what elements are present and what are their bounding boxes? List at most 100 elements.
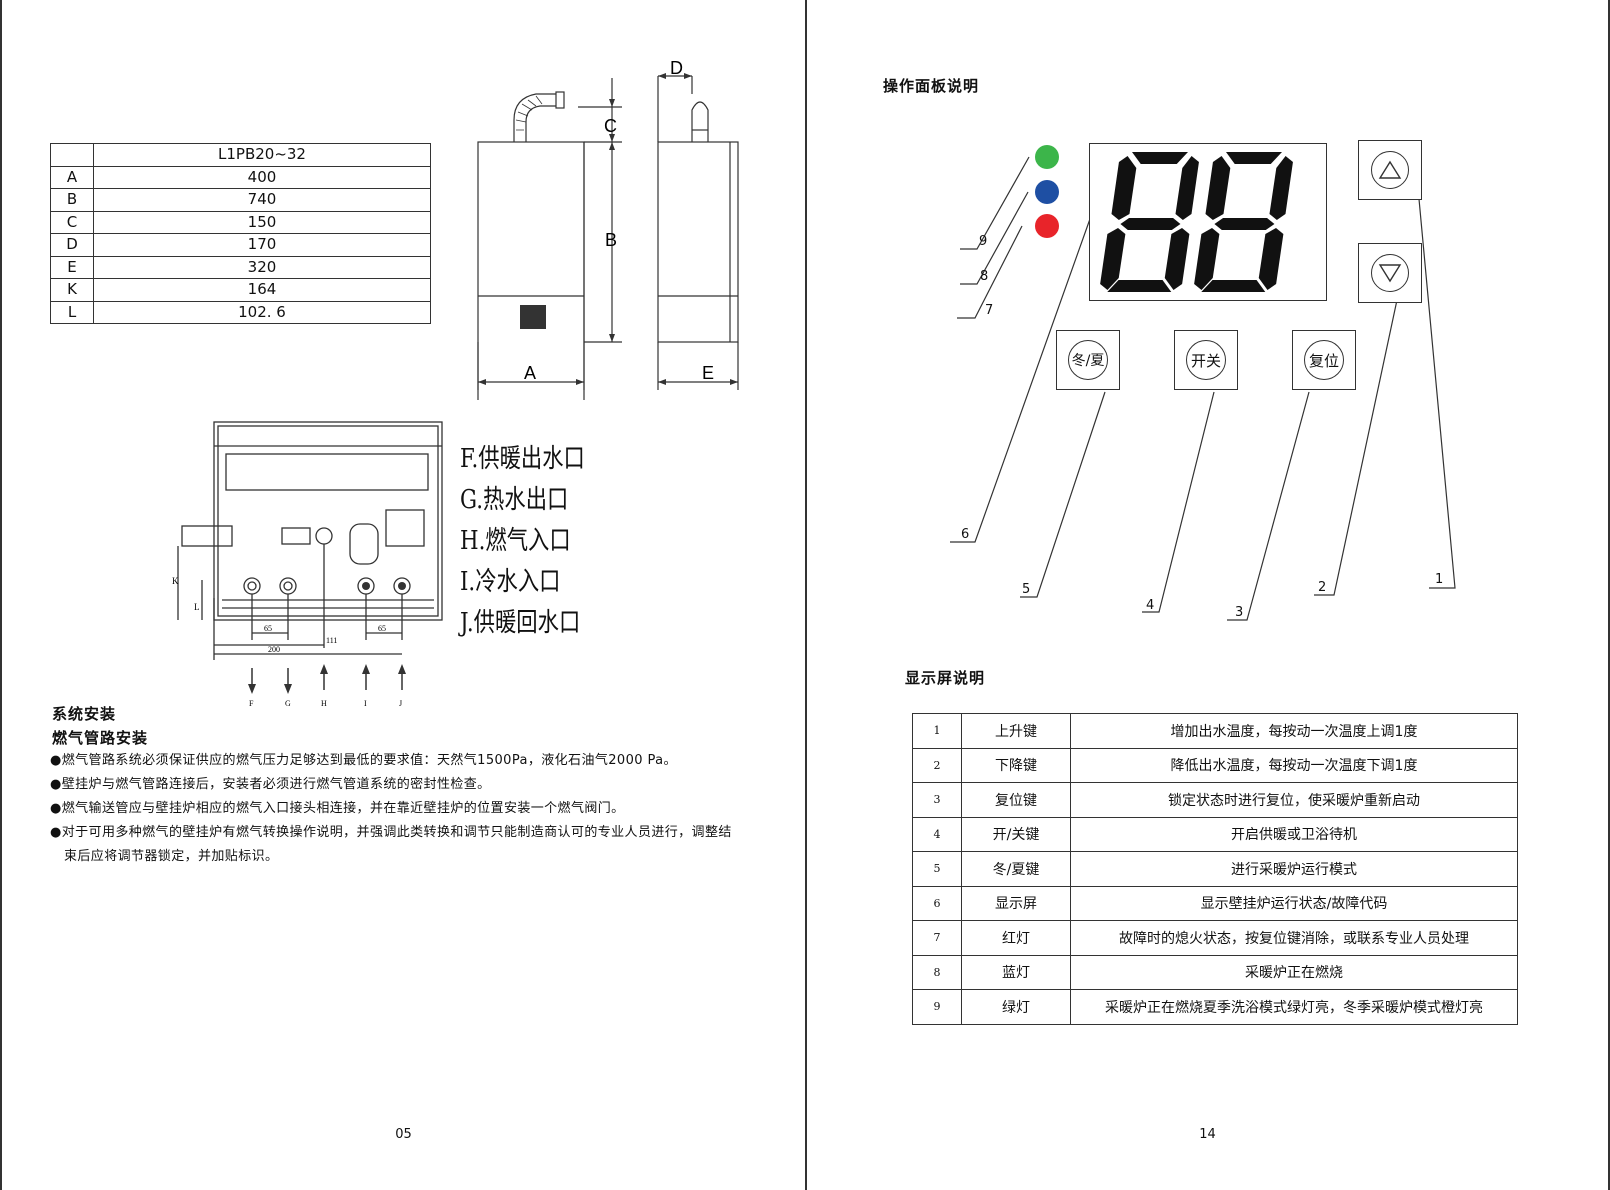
fn-num: 3 — [912, 782, 962, 818]
fn-desc: 开启供暖或卫浴待机 — [1070, 816, 1518, 852]
control-panel-block — [520, 305, 546, 329]
port-label-i: I — [364, 699, 367, 708]
dim-label-c: C — [604, 116, 617, 136]
subsection-title: 燃气管路安装 — [52, 729, 149, 747]
port-label-f: F — [249, 699, 254, 708]
up-arrow-icon — [1371, 151, 1409, 189]
fn-num: 1 — [912, 713, 962, 749]
callout-1: 1 — [1435, 572, 1444, 587]
display-title: 显示屏说明 — [905, 669, 986, 687]
page-number: 14 — [1199, 1127, 1216, 1142]
callout-3: 3 — [1235, 605, 1244, 620]
fn-desc: 进行采暖炉运行模式 — [1070, 851, 1518, 887]
fn-name: 蓝灯 — [961, 954, 1071, 990]
legend-item: I.冷水入口 — [460, 567, 561, 597]
dim-key: K — [50, 278, 94, 302]
fn-name: 开/关键 — [961, 816, 1071, 852]
page-number: 05 — [395, 1127, 412, 1142]
dim-value: 164 — [93, 278, 431, 302]
bullet-list: ●燃气管路系统必须保证供应的燃气压力足够达到最低的要求值：天然气1500Pa，液… — [50, 749, 731, 869]
green-indicator-light — [1035, 145, 1059, 169]
fn-desc: 采暖炉正在燃烧夏季洗浴模式绿灯亮，冬季采暖炉模式橙灯亮 — [1070, 989, 1518, 1025]
dim-value: 400 — [93, 165, 431, 189]
connection-legend: F.供暖出水口 G.热水出口 H.燃气入口 I.冷水入口 J.供暖回水口 — [460, 439, 612, 644]
fn-desc: 增加出水温度，每按动一次温度上调1度 — [1070, 713, 1518, 749]
right-page: 操作面板说明 1 2 3 4 5 6 7 8 9 — [805, 0, 1610, 1190]
down-arrow-icon — [1371, 254, 1409, 292]
dim-label-111: 111 — [326, 636, 337, 645]
callout-2: 2 — [1318, 580, 1327, 595]
power-button[interactable]: 开关 — [1174, 330, 1238, 390]
dim-key: E — [50, 255, 94, 279]
dim-label-d: D — [670, 60, 683, 78]
fn-name: 下降键 — [961, 747, 1071, 783]
fn-desc: 显示壁挂炉运行状态/故障代码 — [1070, 885, 1518, 921]
callout-5: 5 — [1022, 582, 1031, 597]
list-item: ●对于可用多种燃气的壁挂炉有燃气转换操作说明，并强调此类转换和调节只能制造商认可… — [50, 825, 732, 864]
fn-name: 绿灯 — [961, 989, 1071, 1025]
winter-summer-button-label: 冬/夏 — [1068, 340, 1108, 380]
list-item: ●燃气输送管应与壁挂炉相应的燃气入口接头相连接，并在靠近壁挂炉的位置安装一个燃气… — [50, 801, 625, 816]
display-screen: 88 — [1089, 143, 1327, 301]
dim-label-b: B — [605, 230, 617, 250]
seven-segment-display — [1100, 152, 1293, 292]
fn-name: 冬/夏键 — [961, 851, 1071, 887]
legend-item: G.热水出口 — [460, 485, 569, 515]
reset-button-label: 复位 — [1304, 340, 1344, 380]
winter-summer-button[interactable]: 冬/夏 — [1056, 330, 1120, 390]
dim-value: 320 — [93, 255, 431, 279]
dim-key: L — [50, 300, 94, 324]
dimension-table-model: L1PB20~32 — [93, 143, 431, 167]
fn-name: 显示屏 — [961, 885, 1071, 921]
fn-desc: 故障时的熄火状态，按复位键消除，或联系专业人员处理 — [1070, 920, 1518, 956]
section-title: 系统安装 — [52, 705, 117, 723]
list-item: ●燃气管路系统必须保证供应的燃气压力足够达到最低的要求值：天然气1500Pa，液… — [50, 753, 677, 768]
fn-name: 复位键 — [961, 782, 1071, 818]
callout-6: 6 — [961, 527, 970, 542]
fn-desc: 锁定状态时进行复位，使采暖炉重新启动 — [1070, 782, 1518, 818]
dim-value: 170 — [93, 233, 431, 257]
dim-label-200: 200 — [268, 645, 280, 654]
boiler-bottom-connection-drawing: K L 65 65 200 111 F G H I J — [172, 421, 443, 708]
up-button[interactable] — [1358, 140, 1422, 200]
fn-num: 5 — [912, 851, 962, 887]
fn-desc: 采暖炉正在燃烧 — [1070, 954, 1518, 990]
down-button[interactable] — [1358, 243, 1422, 303]
fn-num: 8 — [912, 954, 962, 990]
blue-indicator-light — [1035, 180, 1059, 204]
dim-key: A — [50, 165, 94, 189]
red-indicator-light — [1035, 214, 1059, 238]
legend-item: J.供暖回水口 — [460, 608, 581, 638]
dim-value: 740 — [93, 188, 431, 212]
dim-label-65b: 65 — [378, 624, 386, 633]
callout-7: 7 — [985, 303, 994, 318]
dim-key: B — [50, 188, 94, 212]
callout-8: 8 — [980, 269, 989, 284]
dim-value: 102. 6 — [93, 300, 431, 324]
dim-label-a: A — [524, 363, 536, 383]
fn-name: 红灯 — [961, 920, 1071, 956]
dimension-table-corner — [50, 143, 94, 167]
boiler-dimension-drawing: C B A D E — [477, 60, 739, 400]
dim-label-l: L — [194, 602, 200, 612]
callout-9: 9 — [979, 234, 988, 249]
fn-num: 4 — [912, 816, 962, 852]
list-item: ●壁挂炉与燃气管路连接后，安装者必须进行燃气管道系统的密封性检查。 — [50, 777, 491, 792]
fn-num: 7 — [912, 920, 962, 956]
legend-item: F.供暖出水口 — [460, 444, 585, 474]
dim-label-k: K — [172, 576, 179, 586]
reset-button[interactable]: 复位 — [1292, 330, 1356, 390]
